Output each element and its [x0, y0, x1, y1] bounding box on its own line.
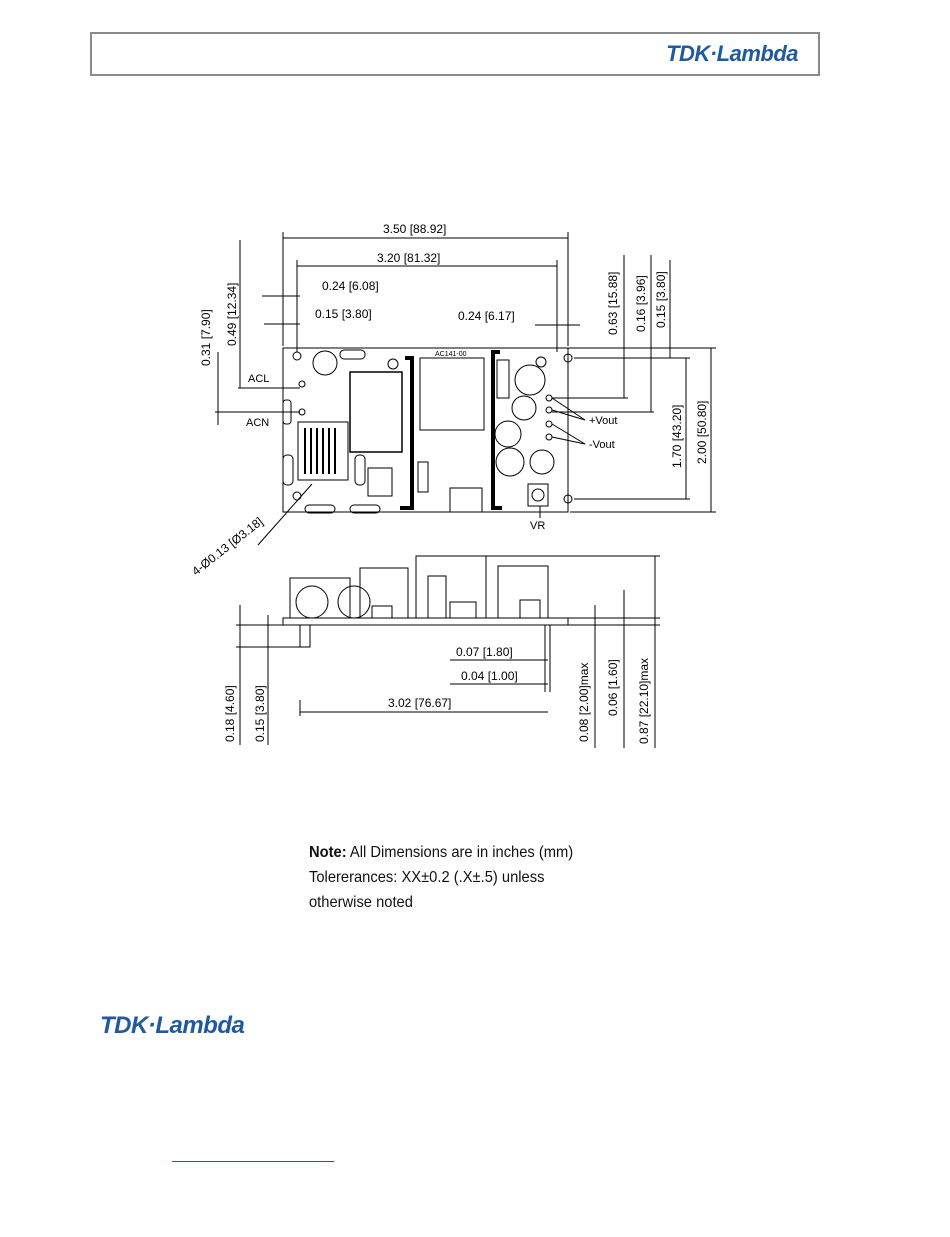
- board-side-view: [282, 617, 569, 626]
- label-acl: ACL: [248, 373, 269, 385]
- board-top-view: [282, 347, 569, 513]
- note-line3: otherwise noted: [309, 894, 413, 911]
- footer-link-underline[interactable]: [172, 1160, 334, 1162]
- dim-holes: 4-Ø0.13 [Ø3.18]: [189, 514, 265, 578]
- dim-pin-007: 0.07 [1.80]: [456, 645, 513, 659]
- dim-v008: 0.08 [2.00]max: [577, 663, 591, 742]
- mount-hole-tl: [292, 351, 302, 361]
- dim-base-302: 3.02 [76.67]: [388, 696, 451, 710]
- dim-v006: 0.06 [1.60]: [606, 659, 620, 716]
- dim-v031: 0.31 [7.90]: [199, 309, 213, 366]
- footer-logo: TDK·Lambda: [100, 1012, 245, 1039]
- note-line1: All Dimensions are in inches (mm): [349, 844, 574, 861]
- dim-v200: 2.00 [50.80]: [695, 401, 709, 464]
- dim-v015-right: 0.15 [3.80]: [654, 271, 668, 328]
- mount-hole-bl: [292, 491, 302, 501]
- mount-hole-tr: [563, 353, 573, 363]
- label-acn: ACN: [246, 417, 269, 429]
- mount-hole-br: [563, 494, 573, 504]
- dim-left-024: 0.24 [6.08]: [322, 279, 379, 293]
- dim-v049: 0.49 [12.34]: [225, 283, 239, 346]
- dim-pin-004: 0.04 [1.00]: [461, 669, 518, 683]
- dim-v063: 0.63 [15.88]: [606, 272, 620, 335]
- dim-v087: 0.87 [22.10]max: [637, 658, 651, 744]
- header-box: TDK·Lambda: [90, 32, 820, 76]
- dim-width-holes: 3.20 [81.32]: [377, 251, 440, 265]
- label-vout-neg: -Vout: [589, 439, 615, 451]
- dim-v015-bottom: 0.15 [3.80]: [253, 685, 267, 742]
- header-logo: TDK·Lambda: [666, 41, 798, 66]
- dim-left-015: 0.15 [3.80]: [315, 307, 372, 321]
- dim-v170: 1.70 [43.20]: [670, 405, 684, 468]
- label-vr: VR: [530, 520, 545, 532]
- dimension-note: Note: All Dimensions are in inches (mm) …: [309, 840, 573, 915]
- label-vout-pos: +Vout: [589, 415, 617, 427]
- dim-right-024: 0.24 [6.17]: [458, 309, 515, 323]
- dim-v018: 0.18 [4.60]: [223, 685, 237, 742]
- note-label: Note:: [309, 844, 347, 861]
- note-line2: Tolererances: XX±0.2 (.X±.5) unless: [309, 869, 545, 886]
- dim-v016: 0.16 [3.96]: [634, 275, 648, 332]
- board-marking: AC141-00: [435, 351, 467, 358]
- dim-width-total: 3.50 [88.92]: [383, 222, 446, 236]
